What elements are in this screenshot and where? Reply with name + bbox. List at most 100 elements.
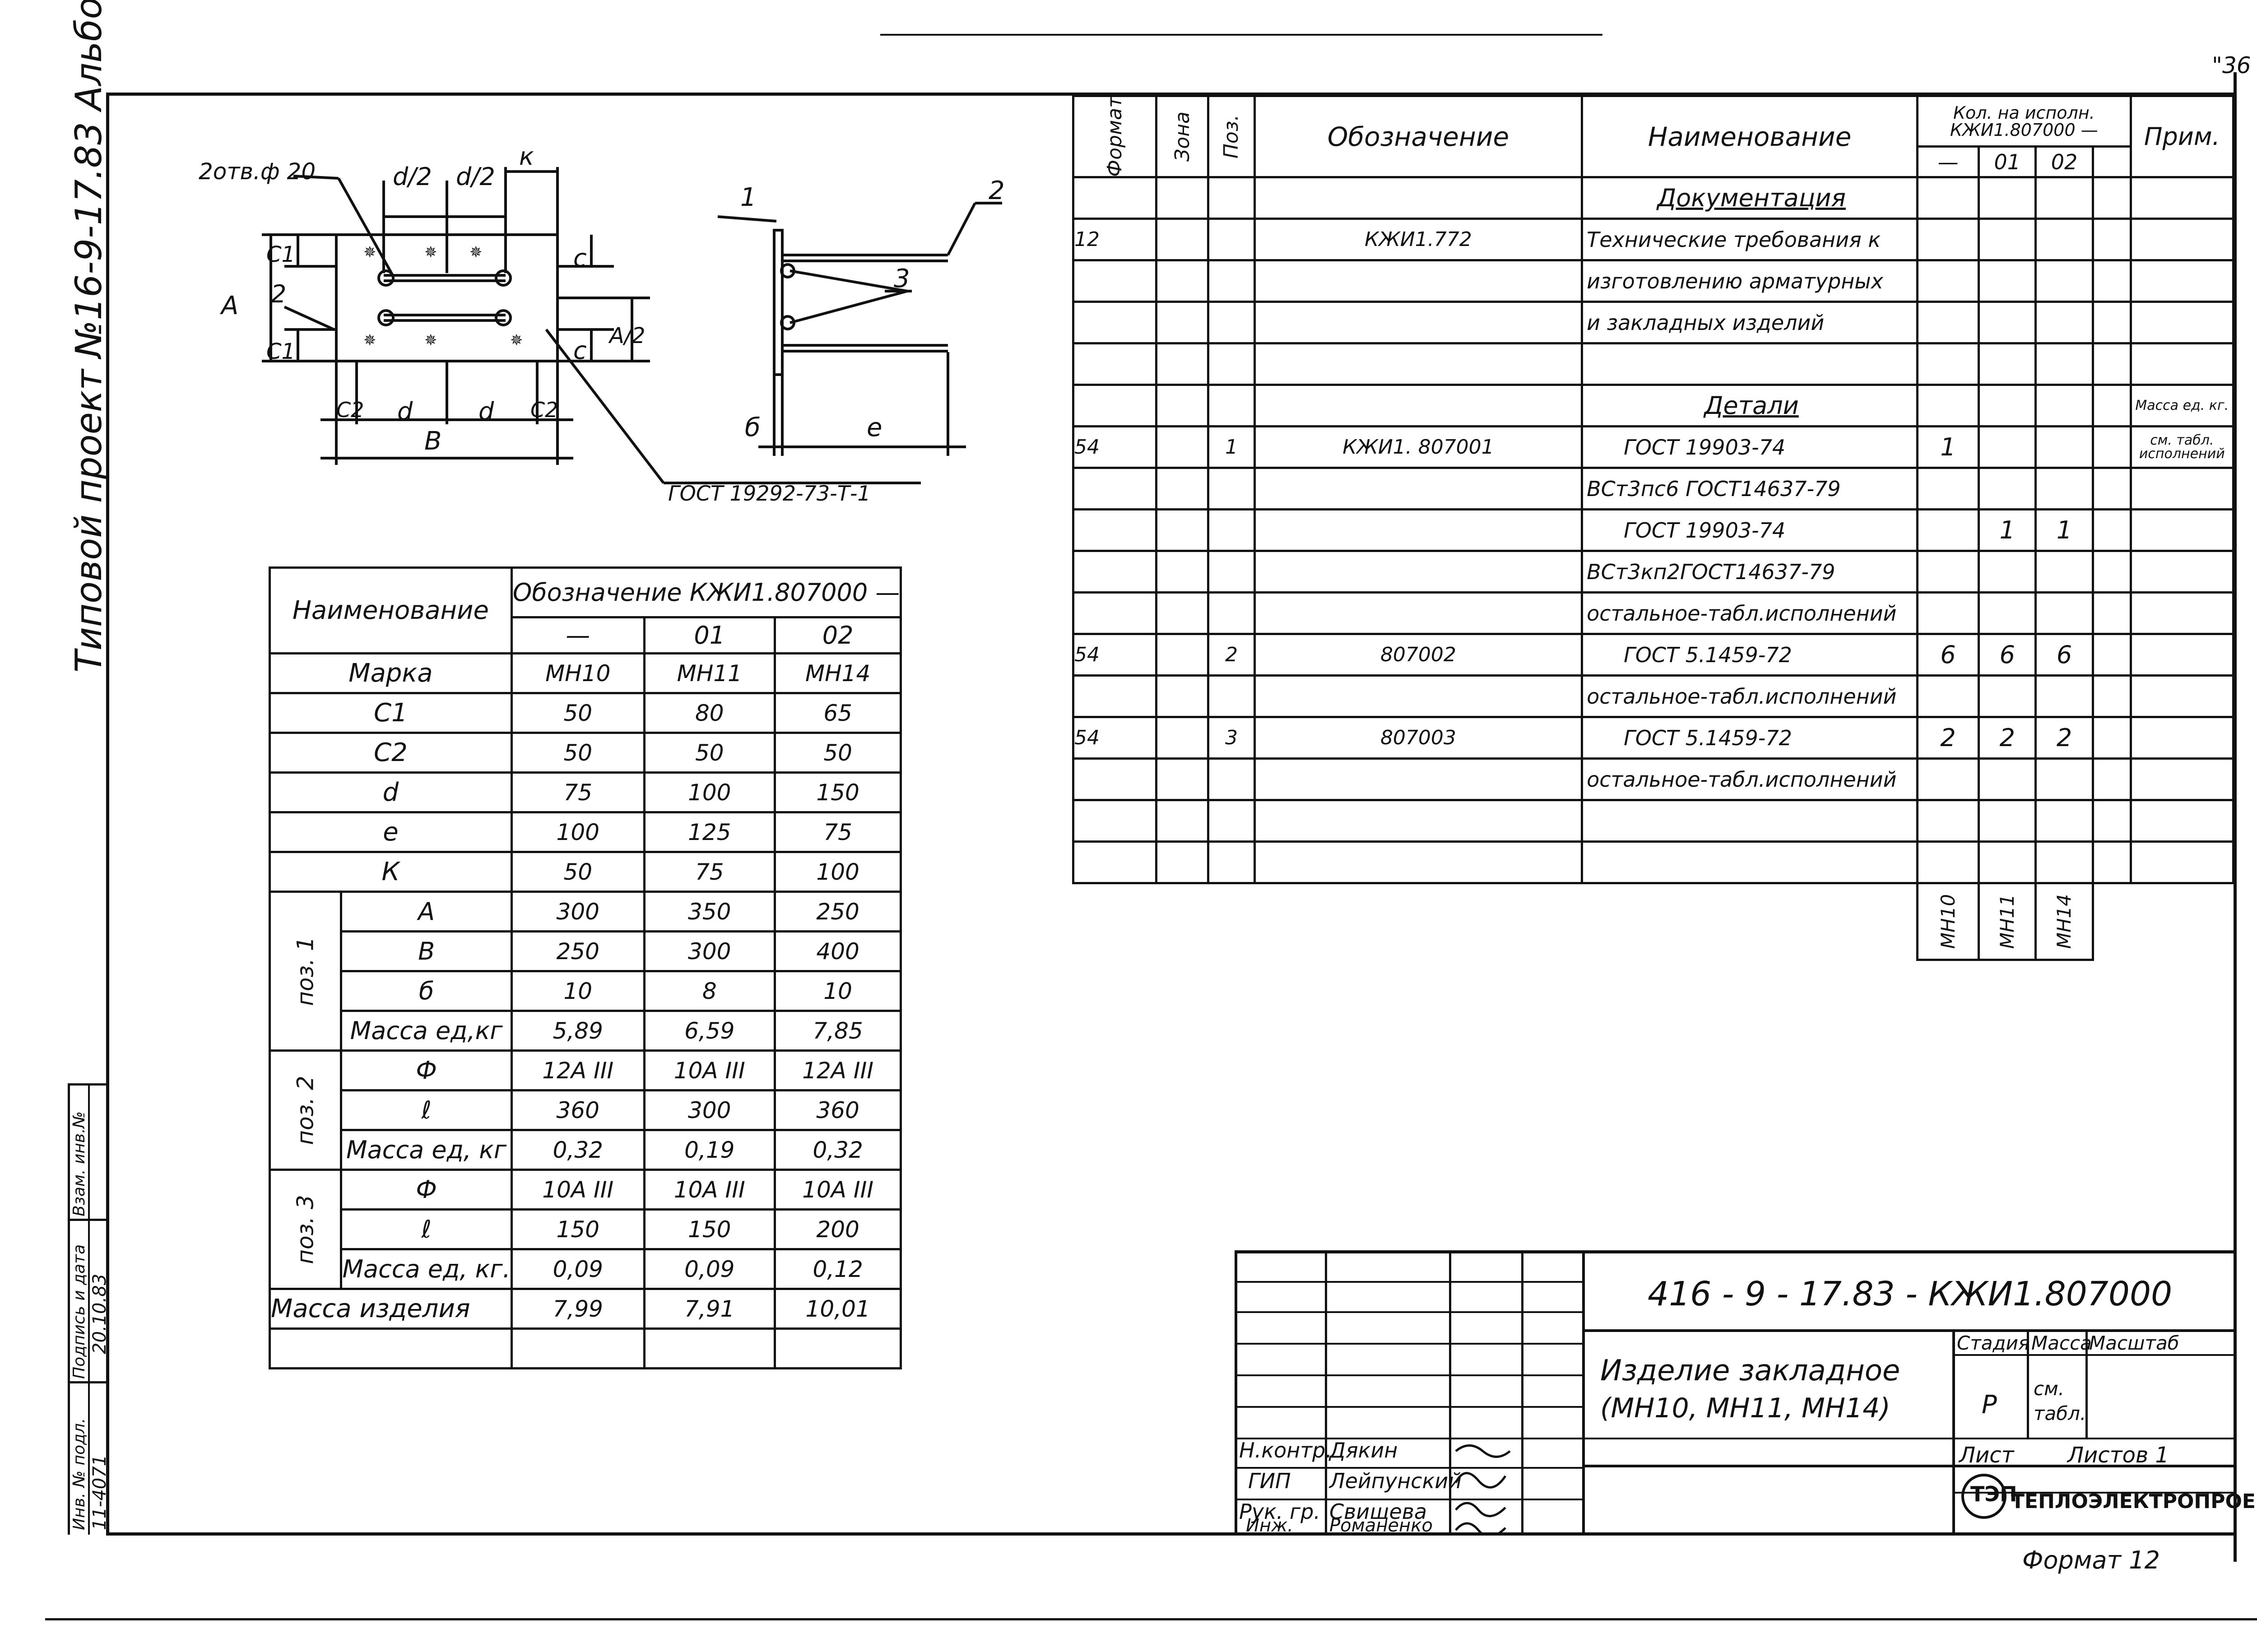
sheet-edge-bottom [45,1618,2257,1620]
spec-qty [1916,467,1980,510]
spec-qty [1916,176,1980,220]
ptable-value: МН11 [643,652,776,694]
spec-note [2129,716,2235,760]
spec-format [1072,301,1157,344]
spec-designation [1253,176,1584,220]
spec-designation [1253,301,1584,344]
spec-mark: МН14 [2034,882,2094,961]
ptable-value: 200 [773,1208,902,1250]
spec-qty [2034,176,2094,220]
spec-zone [1155,550,1210,594]
spec-row: и закладных изделий [1072,301,2235,344]
spec-qty [2034,799,2094,843]
ptable-value: 50 [510,692,646,734]
spec-format [1072,757,1157,801]
frame-top [106,93,2237,96]
spec-designation [1253,467,1584,510]
dim-b: В [424,427,442,456]
spec-qty [1978,550,2037,594]
spec-name: Детали [1581,384,1919,427]
spec-mark: МН11 [1978,882,2037,961]
ptable-value: 7,99 [510,1288,646,1330]
spec-designation [1253,259,1584,303]
spec-qty [1978,840,2037,884]
spec-qty-blank [2091,799,2132,843]
spec-designation: КЖИ1.772 [1253,218,1584,261]
ptable-group: поз. 3 [268,1169,343,1290]
spec-pos [1207,218,1256,261]
ptable-param-name: С1 [269,692,513,734]
ptable-value: 75 [643,851,776,893]
spec-head-name: Наименование [1581,95,1919,178]
spec-qty-blank [2091,259,2132,303]
signer-role: Рук. гр. [1239,1499,1320,1524]
spec-designation [1253,799,1584,843]
spec-format [1072,508,1157,552]
dim-c1-bottom: С1 [266,339,296,364]
ptable-row-blank [269,1327,902,1369]
ptable-value: 250 [510,930,646,972]
spec-head-designation: Обозначение [1253,95,1584,178]
ptable-value: 50 [773,732,902,774]
spec-qty [1978,799,2037,843]
signer-name: Лейпунский [1329,1469,1462,1493]
ptable-value: 10А III [510,1169,646,1211]
ptable-value: 360 [773,1089,902,1131]
spec-qty-col: 02 [2034,145,2094,178]
spec-pos [1207,508,1256,552]
spec-row: ВСт3кп2ГОСТ14637-79 [1072,550,2235,594]
spec-head-note: Прим. [2129,95,2235,178]
svg-text:✵: ✵ [424,331,437,349]
spec-format [1072,799,1157,843]
spec-designation [1253,384,1584,427]
spec-designation [1253,550,1584,594]
dim-k: к [519,142,534,171]
ptable-value: 50 [510,851,646,893]
spec-note [2129,674,2235,718]
spec-qty [2034,342,2094,386]
spec-qty: 6 [1978,633,2037,677]
stamp-title-1: Изделие закладное [1600,1354,1900,1387]
spec-qty [2034,384,2094,427]
spec-name: и закладных изделий [1581,301,1919,344]
spec-row: Документация [1072,176,2235,220]
spec-zone [1155,757,1210,801]
spec-qty-col: 01 [1978,145,2037,178]
spec-qty [1978,467,2037,510]
spec-row: остальное-табл.исполнений [1072,591,2235,635]
spec-name: остальное-табл.исполнений [1581,591,1919,635]
spec-designation: 807003 [1253,716,1584,760]
ptable-param-name: ℓ [340,1089,513,1131]
spec-qty [1978,301,2037,344]
spec-note [2129,259,2235,303]
ptable-value: 0,09 [643,1248,776,1290]
spec-designation [1253,342,1584,386]
ptable-value: 0,32 [510,1129,646,1171]
spec-note [2129,301,2235,344]
top-right-mark: "36 [2212,52,2251,79]
ptable-value: 300 [643,1089,776,1131]
signer-name: Романенко [1329,1515,1433,1536]
spec-qty-col: — [1916,145,1980,178]
spec-pos [1207,757,1256,801]
spec-qty [2034,259,2094,303]
spec-pos [1207,259,1256,303]
spec-qty: 1 [1916,425,1980,469]
ptable-value: 300 [643,930,776,972]
spec-qty: 6 [2034,633,2094,677]
org-name: ТЕПЛОЭЛЕКТРОПРОЕКТ [2011,1490,2257,1513]
spec-qty [2034,301,2094,344]
stamp-sheet: Лист [1959,1443,2014,1468]
spec-pos: 2 [1207,633,1256,677]
spec-qty [1916,674,1980,718]
spec-qty [1916,757,1980,801]
dim-c-right-bottom: с [573,336,587,365]
spec-note [2129,508,2235,552]
spec-zone [1155,301,1210,344]
spec-format [1072,342,1157,386]
spec-qty [2034,591,2094,635]
spec-qty [2034,218,2094,261]
